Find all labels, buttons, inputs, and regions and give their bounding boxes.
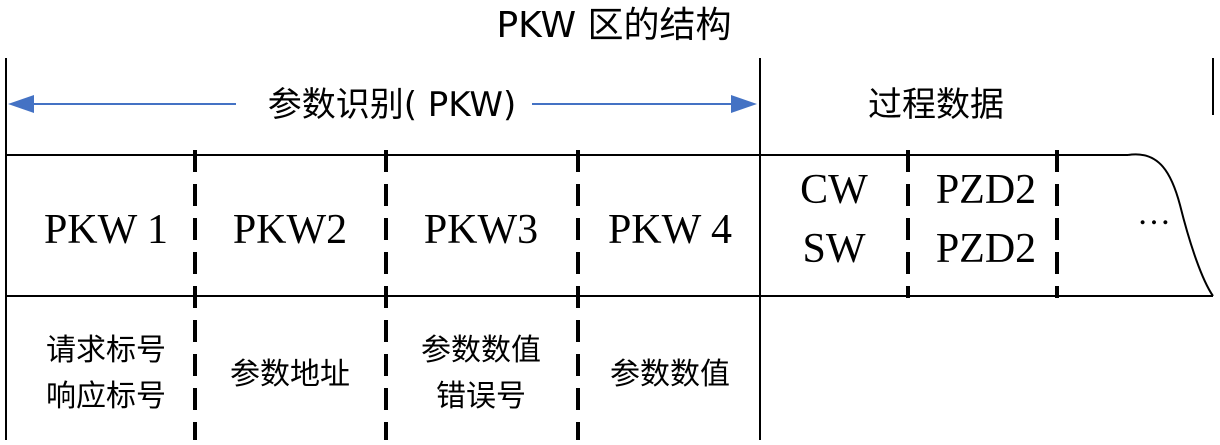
pzd-cell-1-line2: SW (803, 226, 866, 272)
pkw-cell-3-desc-line1: 参数数值 (421, 333, 541, 368)
process-data-label: 过程数据 (868, 85, 1004, 125)
pzd-cell-1-line1: CW (800, 167, 868, 213)
pkw-cell-1-label: PKW 1 (44, 207, 168, 253)
pkw-cell-3-desc-line2: 错误号 (436, 379, 526, 414)
dashed-separators (193, 150, 1059, 440)
arrow-head-right (731, 95, 757, 113)
pkw-cell-1-desc-line1: 请求标号 (46, 333, 166, 368)
parameter-id-arrow (8, 95, 757, 113)
arrow-head-left (8, 95, 34, 113)
pkw-cell-4-desc-line1: 参数数值 (610, 357, 730, 392)
ellipsis: … (1137, 195, 1171, 232)
pkw-cell-2-desc-line1: 参数地址 (230, 357, 350, 392)
pzd-cell-2-line1: PZD2 (936, 167, 1036, 213)
pkw-cell-1-desc-line2: 响应标号 (46, 379, 166, 414)
diagram-title: PKW 区的结构 (496, 5, 731, 46)
pkw-cell-3-label: PKW3 (424, 207, 538, 253)
torn-edge-curve (1127, 153, 1214, 297)
pzd-cell-2-line2: PZD2 (936, 226, 1036, 272)
parameter-id-label: 参数识别( PKW) (268, 85, 517, 125)
pkw-cell-2-label: PKW2 (233, 207, 347, 253)
pkw-cell-4-label: PKW 4 (608, 207, 732, 253)
